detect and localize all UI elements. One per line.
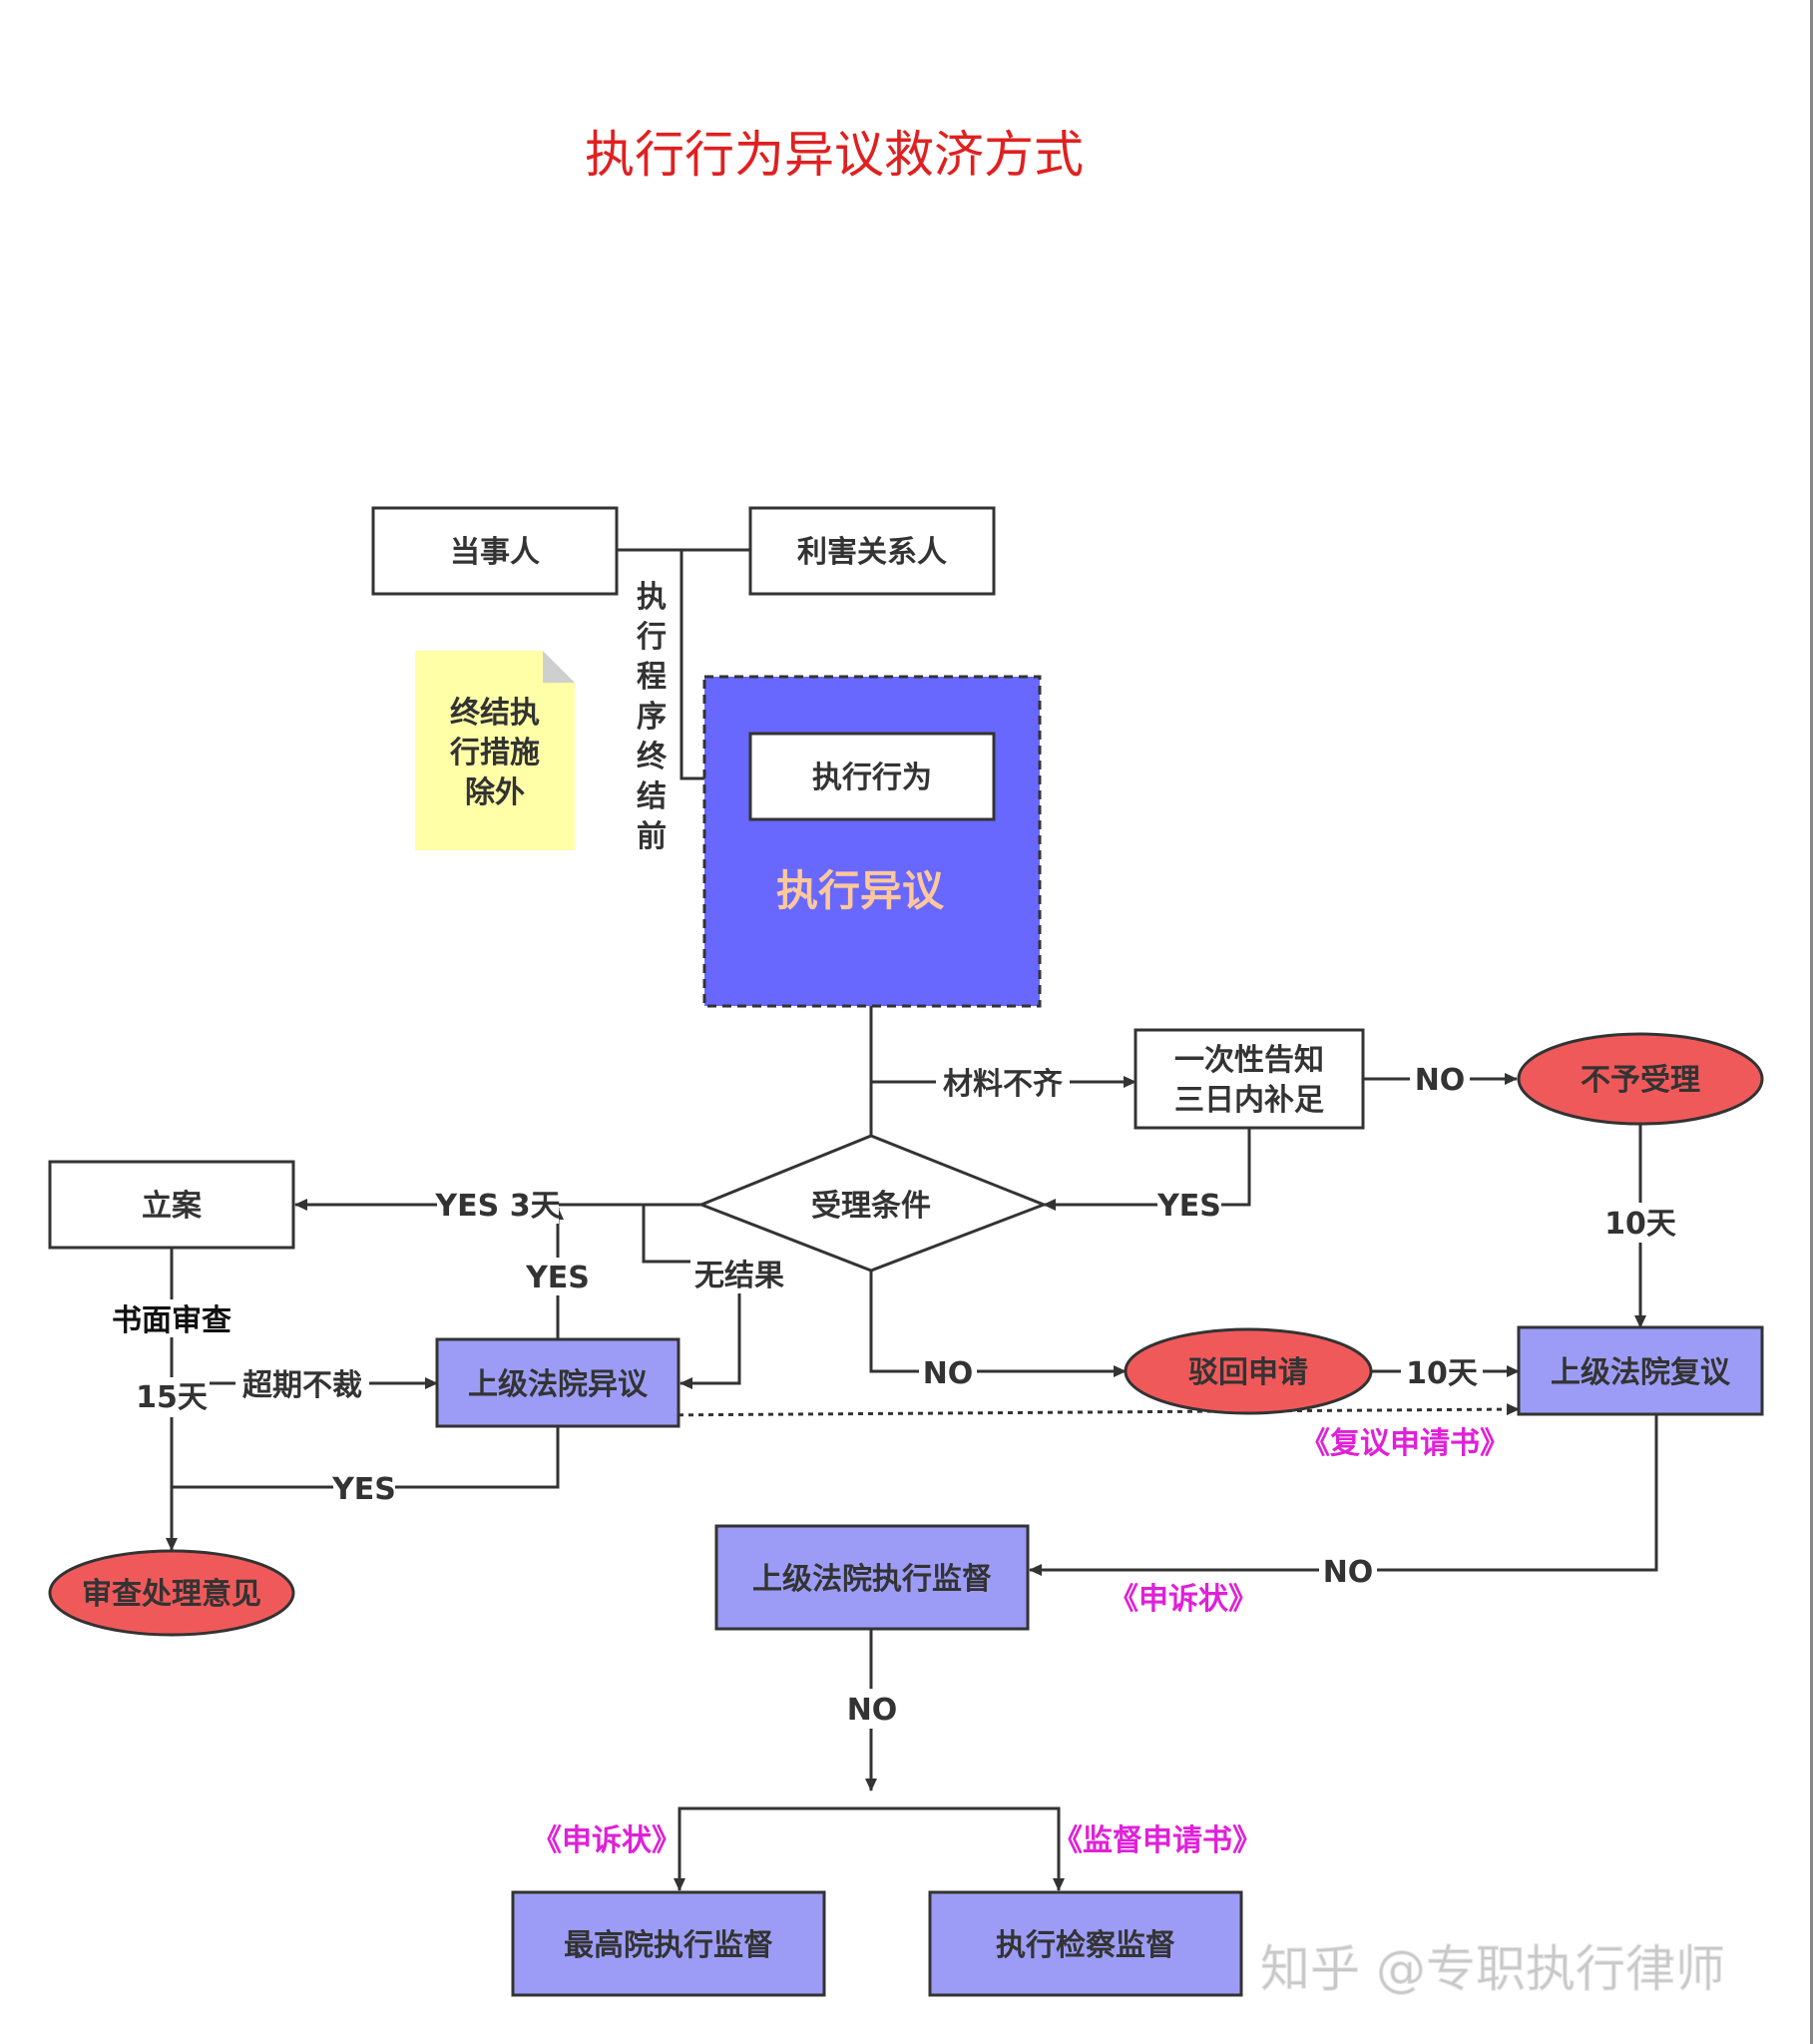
- node-upper-review: [1517, 1325, 1764, 1416]
- node-exec-act-label: 执行行为: [812, 761, 932, 795]
- edge-label-yes-notify: YES: [1156, 1189, 1221, 1224]
- node-file-case: [48, 1160, 295, 1250]
- page-edge: [1810, 0, 1813, 2044]
- overdue-label: 超期不裁: [242, 1368, 362, 1403]
- edge-label-no-result: 无结果: [694, 1259, 784, 1293]
- edge-label-no1: NO: [1415, 1063, 1466, 1098]
- svg-text:一次性告知: 一次性告知: [1174, 1043, 1324, 1078]
- doc-supervision-application: 《监督申请书》: [1053, 1823, 1262, 1858]
- node-notify-label: 一次性告知 三日内补足: [1174, 1043, 1324, 1118]
- edge-labels: 材料不齐 NO YES 10天 YES 3天 YES 无结果 NO 10天 YE…: [102, 1060, 1680, 1729]
- dotted-connector: [648, 1403, 1520, 1417]
- node-condition: [696, 1134, 1049, 1273]
- svg-text:结: 结: [637, 779, 667, 814]
- node-not-accept-label: 不予受理: [1581, 1063, 1700, 1098]
- node-party: [371, 506, 619, 596]
- written-review-label: 书面审查: [112, 1303, 231, 1338]
- doc-review-application: 《复议申请书》: [1300, 1426, 1510, 1461]
- edge-label-10days-b: 10天: [1406, 1356, 1478, 1391]
- node-upper-review-label: 上级法院复议: [1551, 1355, 1731, 1390]
- node-interested: [748, 506, 996, 596]
- days15-label: 15天: [136, 1380, 208, 1415]
- edge-label-yes-up: YES: [525, 1261, 590, 1295]
- node-supreme-supervision-label: 最高院执行监督: [564, 1928, 773, 1963]
- svg-text:终结执: 终结执: [450, 696, 540, 731]
- node-party-label: 当事人: [450, 535, 540, 570]
- exec-objection-container: [702, 675, 1042, 1008]
- node-upper-objection-label: 上级法院异议: [468, 1367, 649, 1402]
- edge-label-no3: NO: [1323, 1555, 1374, 1590]
- node-review-opinion: [48, 1549, 295, 1637]
- note-text: 终结执 行措施 除外: [449, 696, 540, 810]
- svg-text:终: 终: [637, 740, 668, 774]
- edge-label-yes-bottom: YES: [331, 1472, 396, 1507]
- svg-text:行: 行: [636, 620, 667, 655]
- node-upper-supervision-label: 上级法院执行监督: [752, 1562, 992, 1597]
- doc-complaint-2: 《申诉状》: [532, 1823, 681, 1858]
- node-reject: [1124, 1327, 1373, 1415]
- svg-text:序: 序: [637, 700, 667, 735]
- node-supreme-supervision: [511, 1890, 826, 1997]
- node-file-case-label: 立案: [142, 1189, 203, 1224]
- node-exec-act: [748, 732, 996, 821]
- edge-label-no2: NO: [923, 1356, 974, 1391]
- vertical-label: 执 行 程 序 终 结 前: [636, 580, 668, 854]
- watermark: 知乎 @专职执行律师: [1260, 1940, 1725, 1998]
- svg-text:行措施: 行措施: [449, 736, 540, 770]
- node-reject-label: 驳回申请: [1188, 1355, 1308, 1390]
- node-not-accept: [1517, 1032, 1764, 1126]
- svg-text:前: 前: [637, 819, 667, 854]
- node-procuratorate-supervision: [928, 1890, 1243, 1997]
- node-upper-objection: [435, 1337, 680, 1428]
- note-shape: [415, 651, 575, 850]
- svg-text:除外: 除外: [465, 775, 525, 810]
- node-notify: [1133, 1028, 1365, 1130]
- svg-text:三日内补足: 三日内补足: [1174, 1083, 1324, 1118]
- node-interested-label: 利害关系人: [797, 535, 947, 570]
- page-title: 执行行为异议救济方式: [585, 126, 1084, 184]
- node-review-opinion-label: 审查处理意见: [82, 1577, 261, 1612]
- edge-label-yes-3days: YES 3天: [434, 1189, 560, 1224]
- node-upper-supervision: [714, 1524, 1030, 1631]
- node-procuratorate-supervision-label: 执行检察监督: [996, 1928, 1175, 1963]
- node-condition-label: 受理条件: [811, 1189, 931, 1224]
- svg-text:程: 程: [637, 660, 667, 695]
- svg-text:执: 执: [637, 580, 667, 615]
- edge-label-10days-a: 10天: [1604, 1207, 1676, 1242]
- doc-complaint-1: 《申诉状》: [1109, 1582, 1258, 1617]
- exec-objection-label: 执行异议: [776, 866, 945, 915]
- edge-label-no4: NO: [847, 1693, 898, 1728]
- edge-label-incomplete: 材料不齐: [943, 1067, 1063, 1102]
- note-fold: [543, 651, 575, 683]
